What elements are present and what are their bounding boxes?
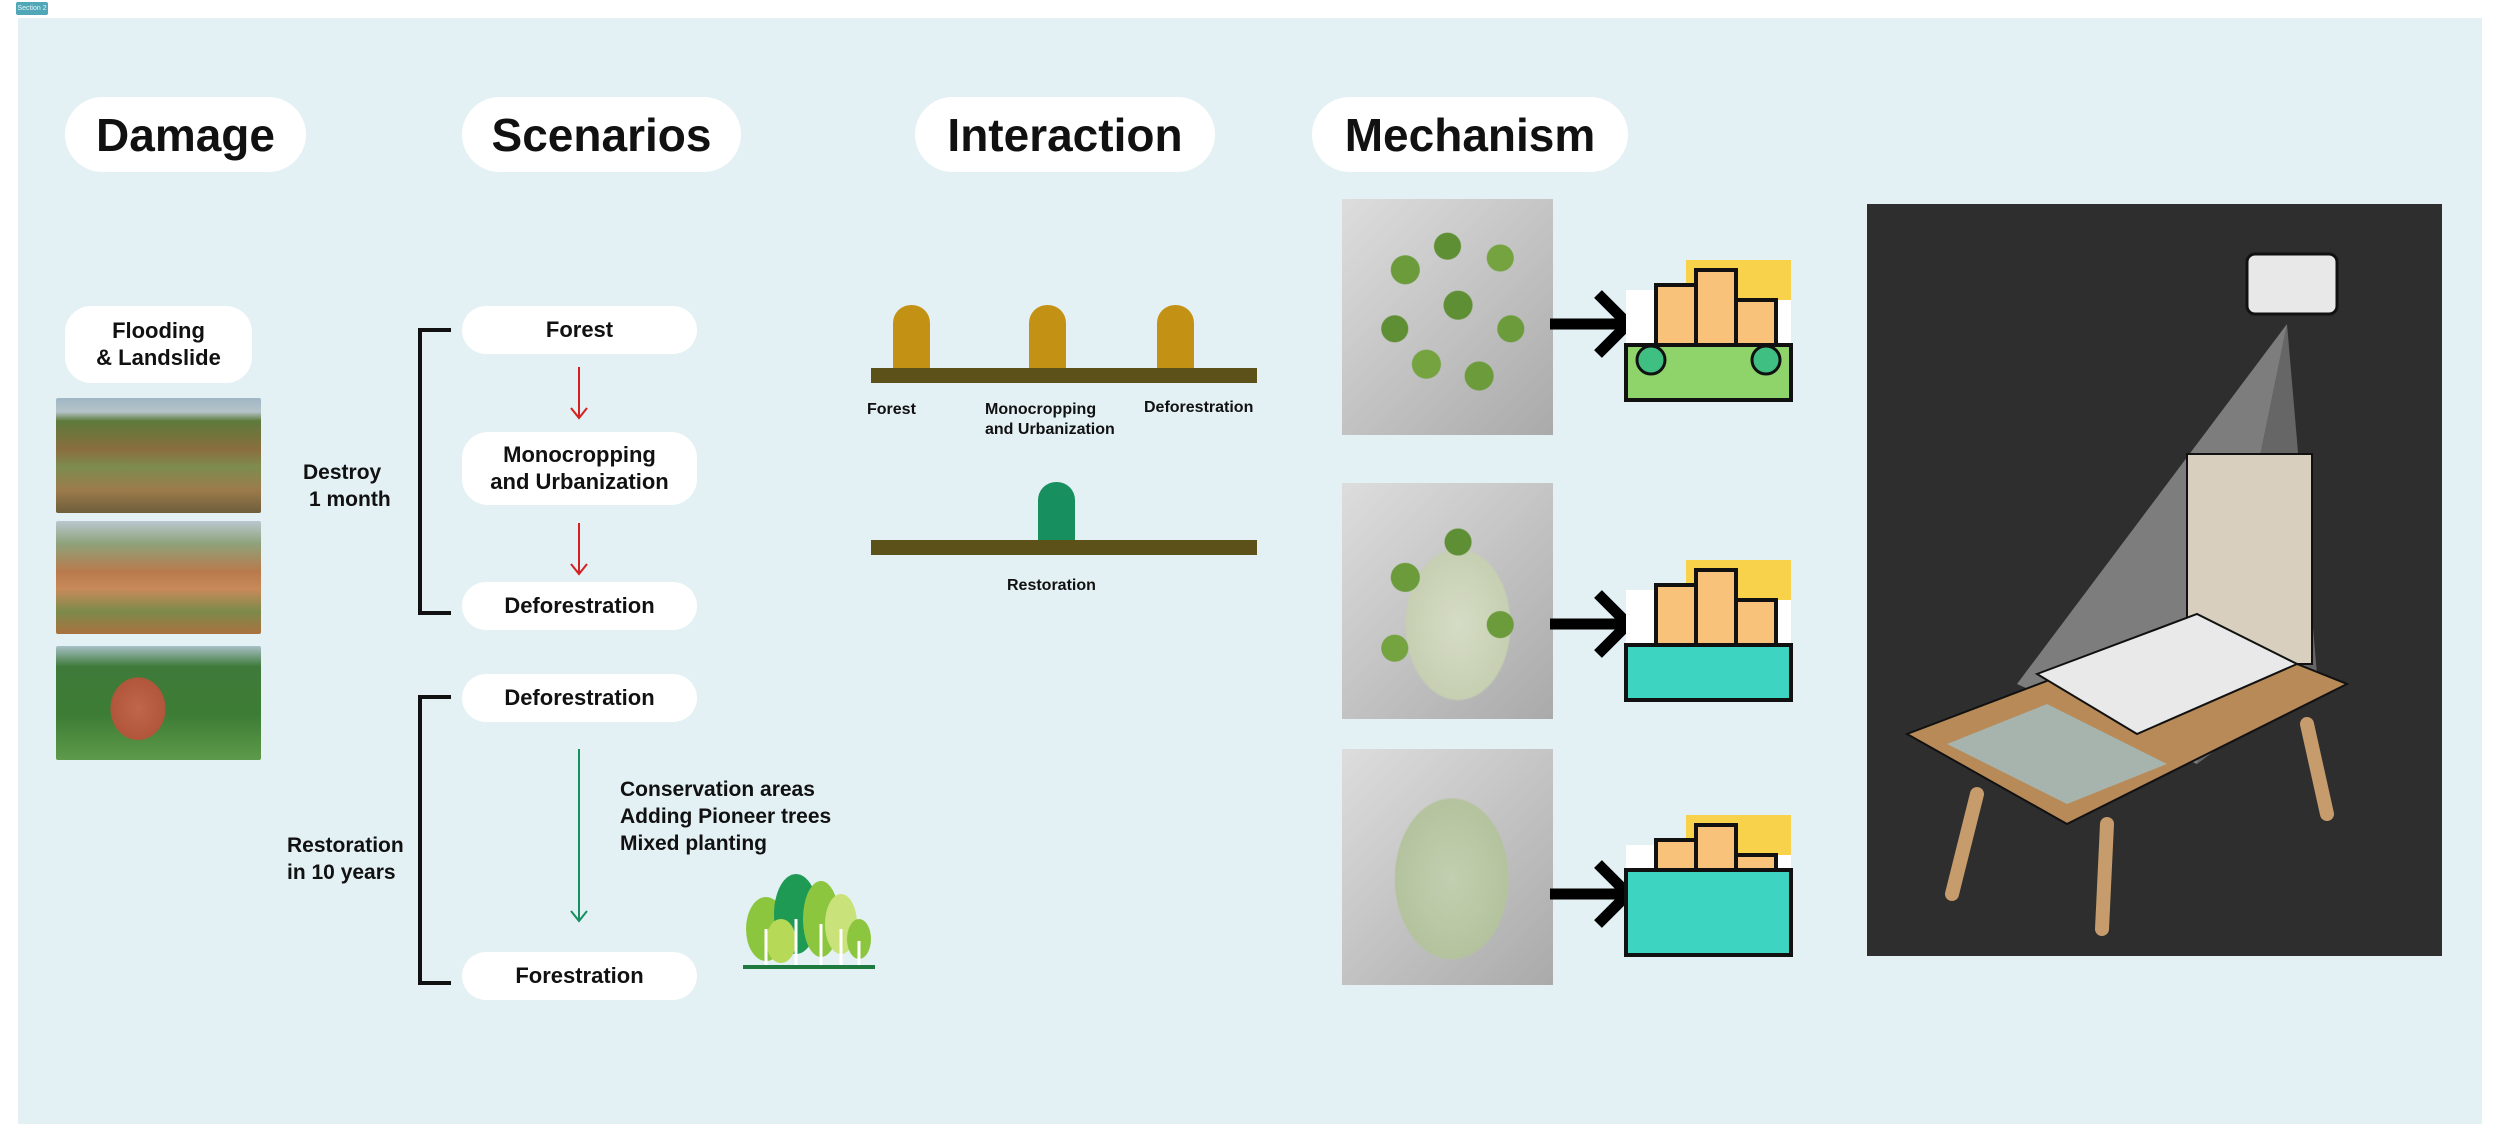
houses-flooded-icon xyxy=(1624,558,1793,702)
label-line: Destroy xyxy=(303,461,382,484)
landslide-photo xyxy=(56,646,261,760)
destroy-slider-bar[interactable] xyxy=(871,368,1257,383)
forest-trees-icon xyxy=(743,874,875,969)
label-line: Restoration xyxy=(287,834,404,857)
scenario-forest: Forest xyxy=(462,306,697,354)
map-forest xyxy=(1342,199,1553,435)
section-tag[interactable]: Section 2 xyxy=(16,2,48,15)
interaction-label-restoration: Restoration xyxy=(1007,577,1096,594)
deforestation-knob[interactable] xyxy=(1157,305,1194,368)
header-interaction: Interaction xyxy=(915,97,1215,172)
scenario-forestation: Forestration xyxy=(462,952,697,1000)
projection-table-render xyxy=(1867,204,2442,956)
green-arrow-icon xyxy=(570,749,588,923)
arrow-icon xyxy=(1550,590,1636,658)
pill-line: & Landslide xyxy=(96,344,221,370)
label-line: in 10 years xyxy=(287,861,396,884)
restoration-knob[interactable] xyxy=(1038,482,1075,545)
restoration-actions: Conservation areas Adding Pioneer trees … xyxy=(620,776,831,857)
destroy-label: Destroy 1 month xyxy=(303,459,391,513)
pill-line: and Urbanization xyxy=(490,468,669,494)
forest-knob[interactable] xyxy=(893,305,930,368)
flood-photo xyxy=(56,398,261,513)
map-deforestation xyxy=(1342,749,1553,985)
header-mechanism: Mechanism xyxy=(1312,97,1628,172)
scenario-monocropping: Monocropping and Urbanization xyxy=(462,432,697,505)
map-monocropping xyxy=(1342,483,1553,719)
destroy-bracket xyxy=(418,328,451,615)
interaction-label-defo: Deforestration xyxy=(1144,399,1254,416)
red-arrow-icon xyxy=(570,523,588,576)
houses-green-icon xyxy=(1624,260,1793,402)
arrow-icon xyxy=(1550,290,1636,358)
deforested-hills-photo xyxy=(56,521,261,634)
label-line: Monocropping xyxy=(985,401,1097,418)
projector-icon xyxy=(2245,252,2339,316)
restoration-slider-bar[interactable] xyxy=(871,540,1257,555)
header-damage: Damage xyxy=(65,97,306,172)
pill-line: Flooding xyxy=(112,318,205,344)
interaction-label-forest: Forest xyxy=(867,401,916,418)
scenario-deforestation-restore: Deforestration xyxy=(462,674,697,722)
pill-line: Monocropping xyxy=(503,442,656,468)
houses-submerged-icon xyxy=(1624,813,1793,957)
interaction-label-mono: Monocropping and Urbanization xyxy=(985,400,1115,440)
action-item: Adding Pioneer trees xyxy=(620,805,832,828)
header-scenarios: Scenarios xyxy=(462,97,741,172)
mechanism-outcomes xyxy=(1550,260,1793,957)
monocropping-knob[interactable] xyxy=(1029,305,1066,368)
restoration-label: Restoration in 10 years xyxy=(287,832,404,886)
red-arrow-icon xyxy=(570,367,588,420)
label-line: and Urbanization xyxy=(985,421,1115,438)
action-item: Conservation areas xyxy=(620,778,815,801)
arrow-icon xyxy=(1550,860,1636,928)
restoration-bracket xyxy=(418,695,451,985)
action-item: Mixed planting xyxy=(620,832,767,855)
scenario-deforestation: Deforestration xyxy=(462,582,697,630)
label-line: 1 month xyxy=(309,488,391,511)
scenario-arrows xyxy=(570,367,588,923)
flooding-landslide-pill: Flooding & Landslide xyxy=(65,306,252,383)
